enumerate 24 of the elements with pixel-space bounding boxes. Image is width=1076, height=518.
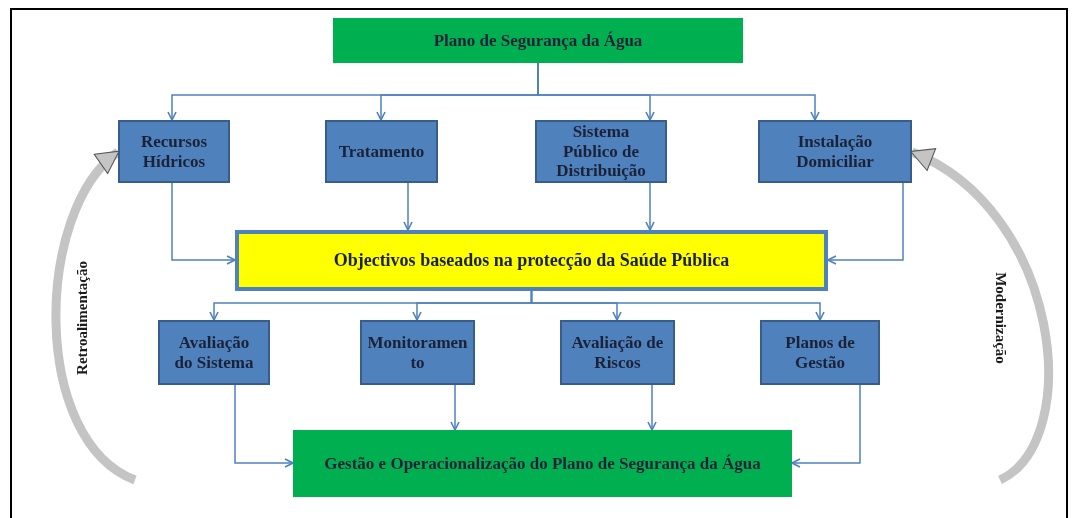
process-box: Tratamento xyxy=(325,120,438,183)
process-box: Avaliação de Riscos xyxy=(560,320,675,385)
arrow xyxy=(171,182,236,265)
process-box: Recursos Hídricos xyxy=(118,120,230,183)
objective-box: Objectivos baseados na protecção da Saúde Pública xyxy=(235,230,828,291)
process-box: Sistema Público de Distribuição xyxy=(535,120,667,183)
arrow xyxy=(530,290,825,321)
process-box: Planos de Gestão xyxy=(760,320,880,385)
process-box: Instalação Domiciliar xyxy=(758,120,912,183)
arrow xyxy=(645,182,655,231)
edge-label: Retroalimentação xyxy=(73,261,91,375)
arrow xyxy=(537,62,820,121)
edge-label: Modernização xyxy=(991,272,1009,364)
arrow xyxy=(450,384,460,431)
plan-box: Plano de Segurança da Água xyxy=(333,18,743,63)
curved-arrow xyxy=(51,148,138,484)
process-box: Avaliação do Sistema xyxy=(158,320,270,385)
arrow xyxy=(403,182,413,231)
arrow xyxy=(791,384,861,468)
plan-box: Gestão e Operacionalização do Plano de Segurança da Água xyxy=(293,430,792,497)
arrow xyxy=(827,182,904,265)
arrow xyxy=(647,384,657,431)
arrow xyxy=(234,384,294,468)
process-box: Monitoramen to xyxy=(360,320,475,385)
